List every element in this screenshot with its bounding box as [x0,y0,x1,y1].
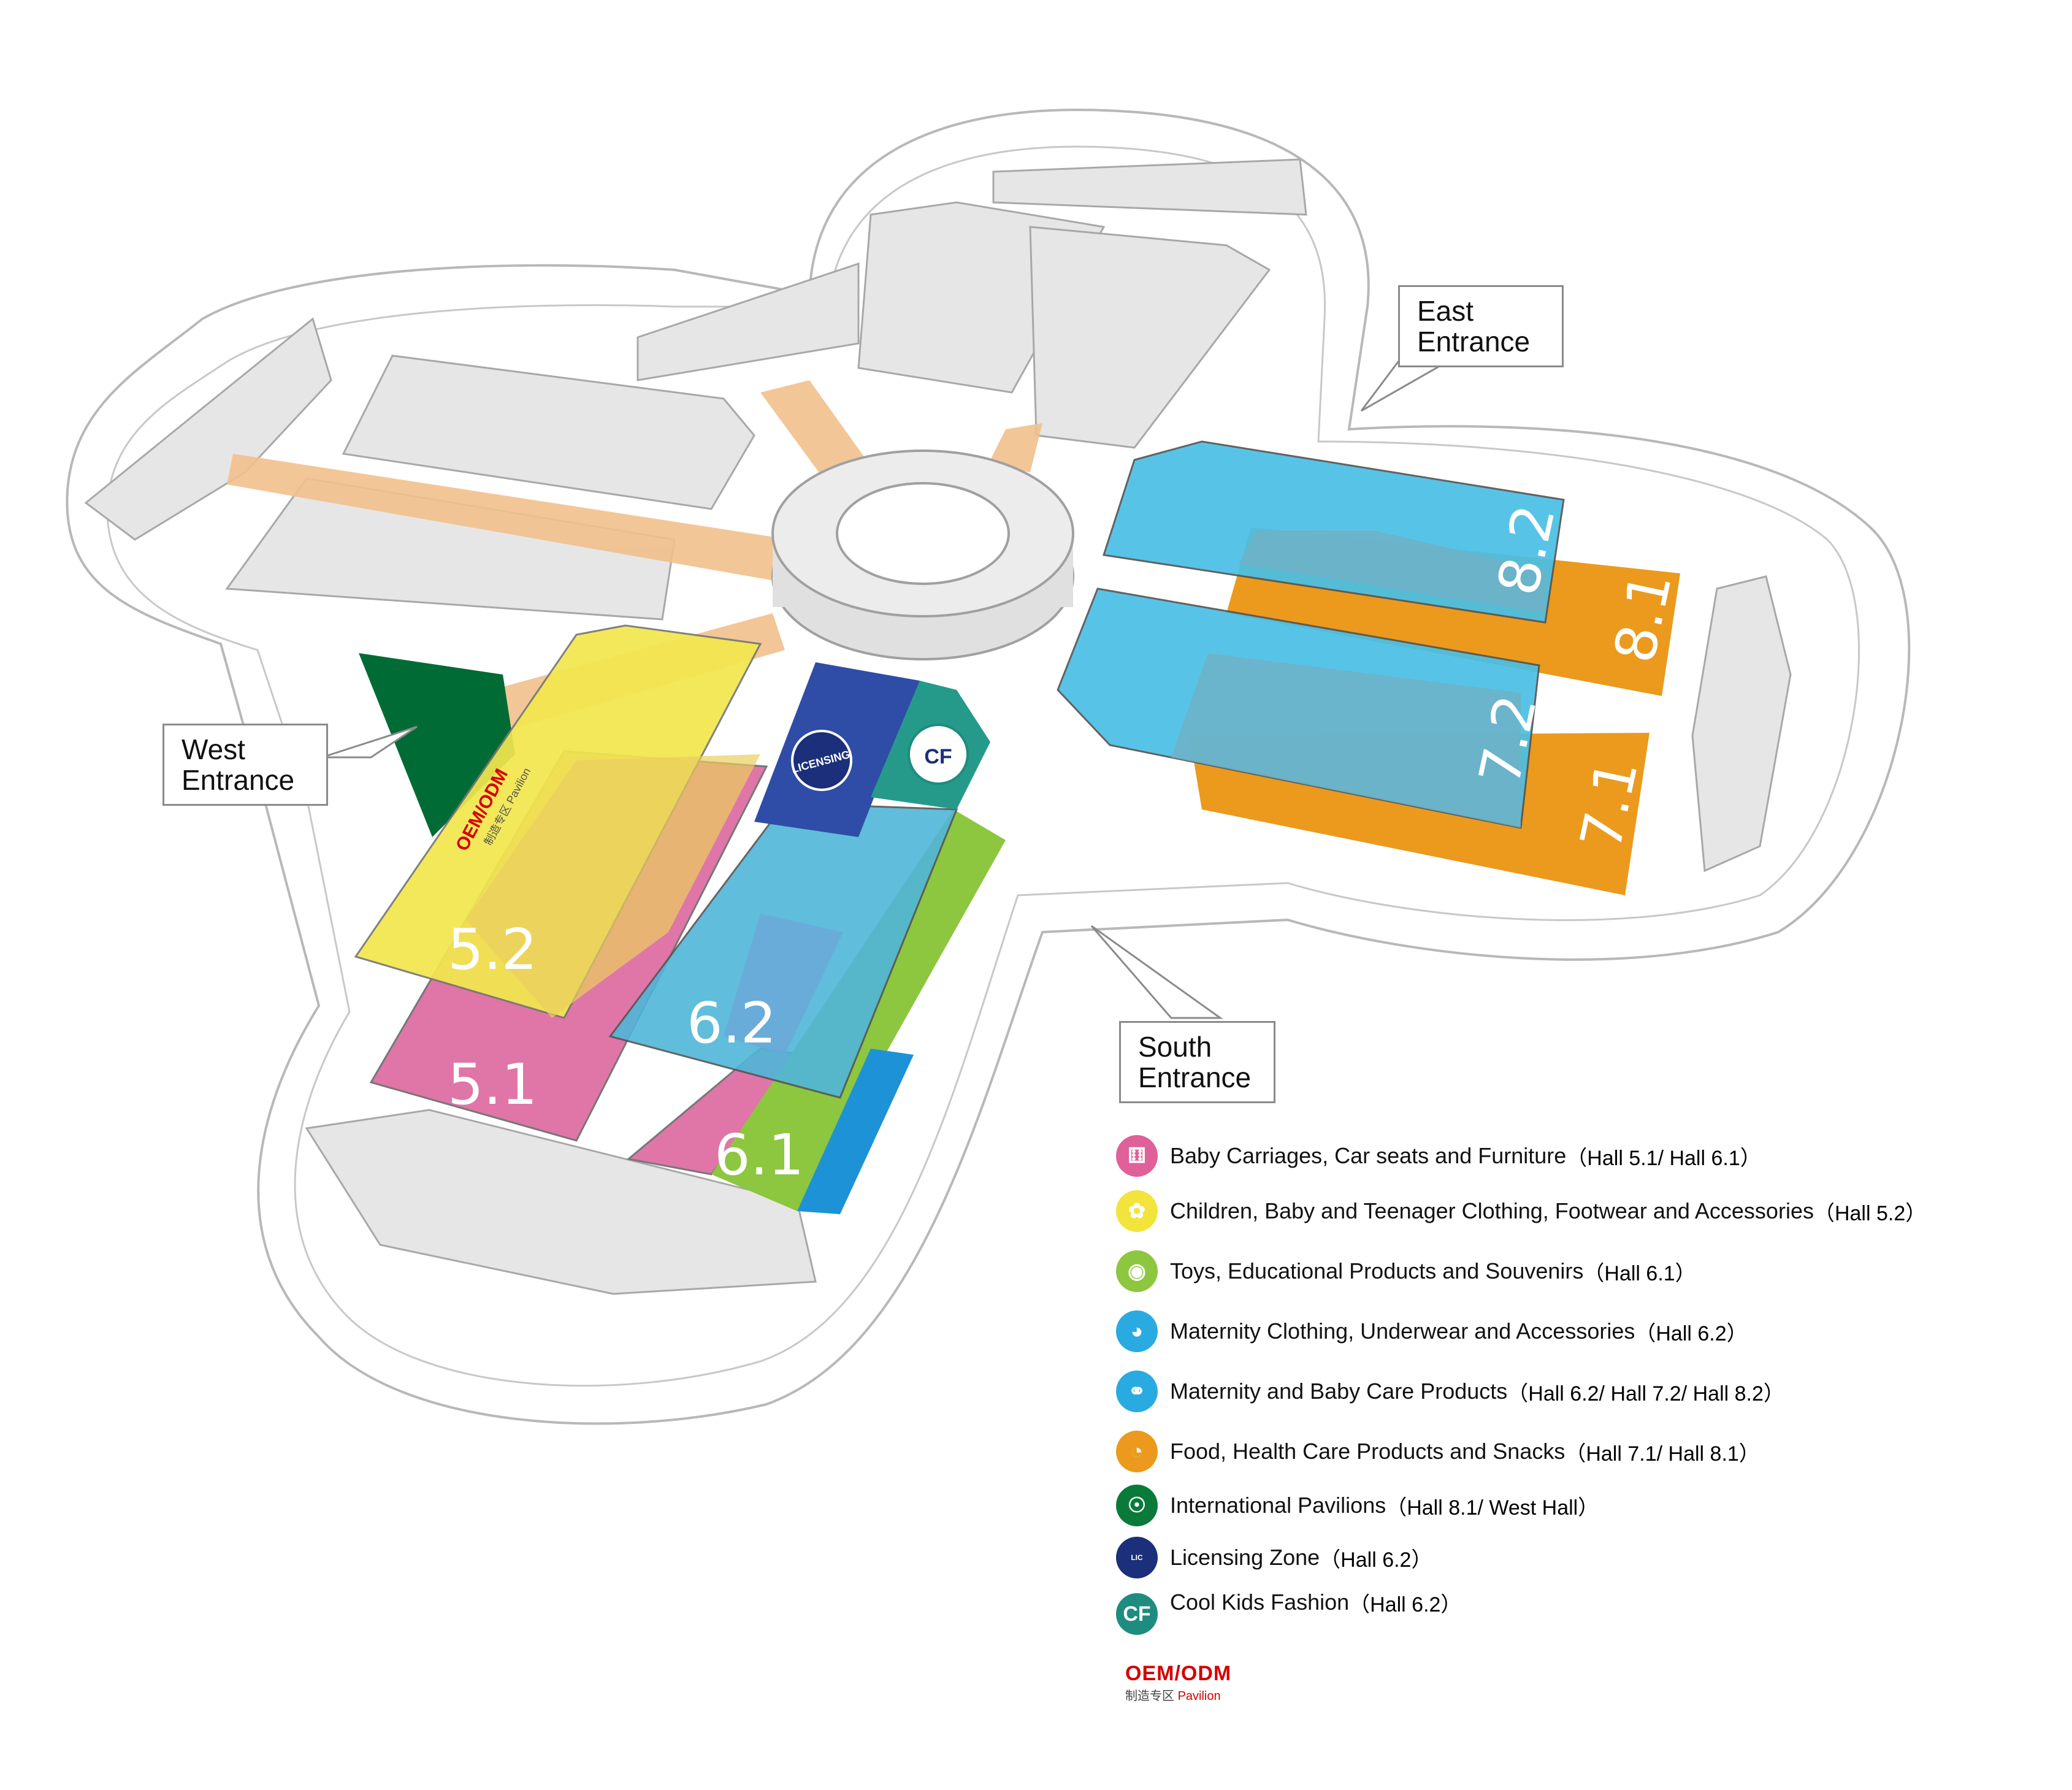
hall-5-2-overlap [466,754,760,1018]
legend-halls: （Hall 6.2/ Hall 7.2/ Hall 8.2） [1507,1382,1784,1406]
legend-item: ◕ Maternity Clothing, Underwear and Acce… [1116,1307,1748,1356]
pacifier-icon: ⚭ [1116,1371,1158,1412]
legend-label: Food, Health Care Products and Snacks [1170,1439,1565,1464]
legend-label: International Pavilions [1170,1493,1386,1518]
stroller-icon: ⚅ [1116,1135,1158,1177]
grey-buildings [84,158,1792,1295]
svg-text:CF: CF [924,745,952,768]
legend-halls: （Hall 7.1/ Hall 8.1） [1565,1442,1760,1466]
hall-6-1-blue [797,1049,914,1214]
legend-item: ◉ Toys, Educational Products and Souveni… [1116,1247,1696,1296]
legend-label: Toys, Educational Products and Souvenirs [1170,1258,1584,1283]
central-rotunda [771,449,1074,660]
oem-odm-cn: 制造专区 [1125,1689,1174,1703]
licensing-logo: LICENSING [790,730,852,791]
hall-7-2-inner [1171,653,1521,828]
legend-label: Cool Kids Fashion [1170,1589,1350,1615]
legend-label: Baby Carriages, Car seats and Furniture [1170,1143,1567,1168]
cool-kids-fashion-icon: CF [1116,1593,1158,1635]
west-entrance-label: West Entrance [162,724,328,806]
legend-halls: （Hall 6.1） [1583,1261,1696,1285]
legend-halls: （Hall 6.2） [1349,1593,1462,1616]
globe-icon: ☉ [1116,1485,1158,1526]
south-entrance-label: South Entrance [1119,1021,1275,1103]
food-bowl-icon: ◔ [1116,1431,1158,1472]
hall-label-6-2: 6.2 [687,990,776,1056]
hall-6-2-inner [724,914,843,1055]
legend-halls: （Hall 8.1/ West Hall） [1386,1496,1599,1520]
clothing-icon: ✿ [1116,1190,1158,1232]
oem-odm-subtitle: 制造专区 Pavilion [1125,1686,1231,1704]
hall-label-5-1: 5.1 [448,1052,537,1117]
legend-halls: （Hall 5.1/ Hall 6.1） [1566,1146,1761,1170]
east-entrance-label: East Entrance [1398,285,1564,367]
oem-odm-title: OEM/ODM [1125,1662,1232,1685]
oem-odm-logo: OEM/ODM 制造专区 Pavilion [1125,1662,1231,1704]
legend-label: Maternity Clothing, Underwear and Access… [1170,1318,1635,1344]
legend-halls: （Hall 5.2） [1813,1201,1927,1225]
hall-label-6-1: 6.1 [714,1122,804,1188]
teddy-bear-icon: ◉ [1116,1250,1158,1292]
hall-8-2-inner [1239,530,1545,613]
legend-item: CF Cool Kids Fashion （Hall 6.2） [1116,1578,1462,1635]
legend-halls: （Hall 6.2） [1320,1548,1432,1572]
underwear-icon: ◕ [1116,1310,1158,1352]
licensing-icon: LIC [1116,1537,1158,1578]
legend-item: ⚅ Baby Carriages, Car seats and Furnitur… [1116,1131,1761,1180]
hall-label-5-2: 5.2 [448,917,537,982]
legend-label: Children, Baby and Teenager Clothing, Fo… [1170,1198,1814,1223]
legend-item: ☉ International Pavilions （Hall 8.1/ Wes… [1116,1481,1599,1530]
legend-item: ✿ Children, Baby and Teenager Clothing, … [1116,1187,1926,1236]
legend-halls: （Hall 6.2） [1635,1321,1748,1345]
legend-item: ◔ Food, Health Care Products and Snacks … [1116,1427,1760,1476]
cool-kids-fashion-logo: CF [908,724,969,785]
legend-label: Maternity and Baby Care Products [1170,1379,1508,1404]
oem-odm-pavilion: Pavilion [1177,1689,1221,1703]
callout-pointers [321,361,1451,1019]
legend-label: Licensing Zone [1170,1545,1320,1570]
legend-item: LIC Licensing Zone （Hall 6.2） [1116,1533,1432,1582]
legend-item: ⚭ Maternity and Baby Care Products （Hall… [1116,1367,1784,1416]
